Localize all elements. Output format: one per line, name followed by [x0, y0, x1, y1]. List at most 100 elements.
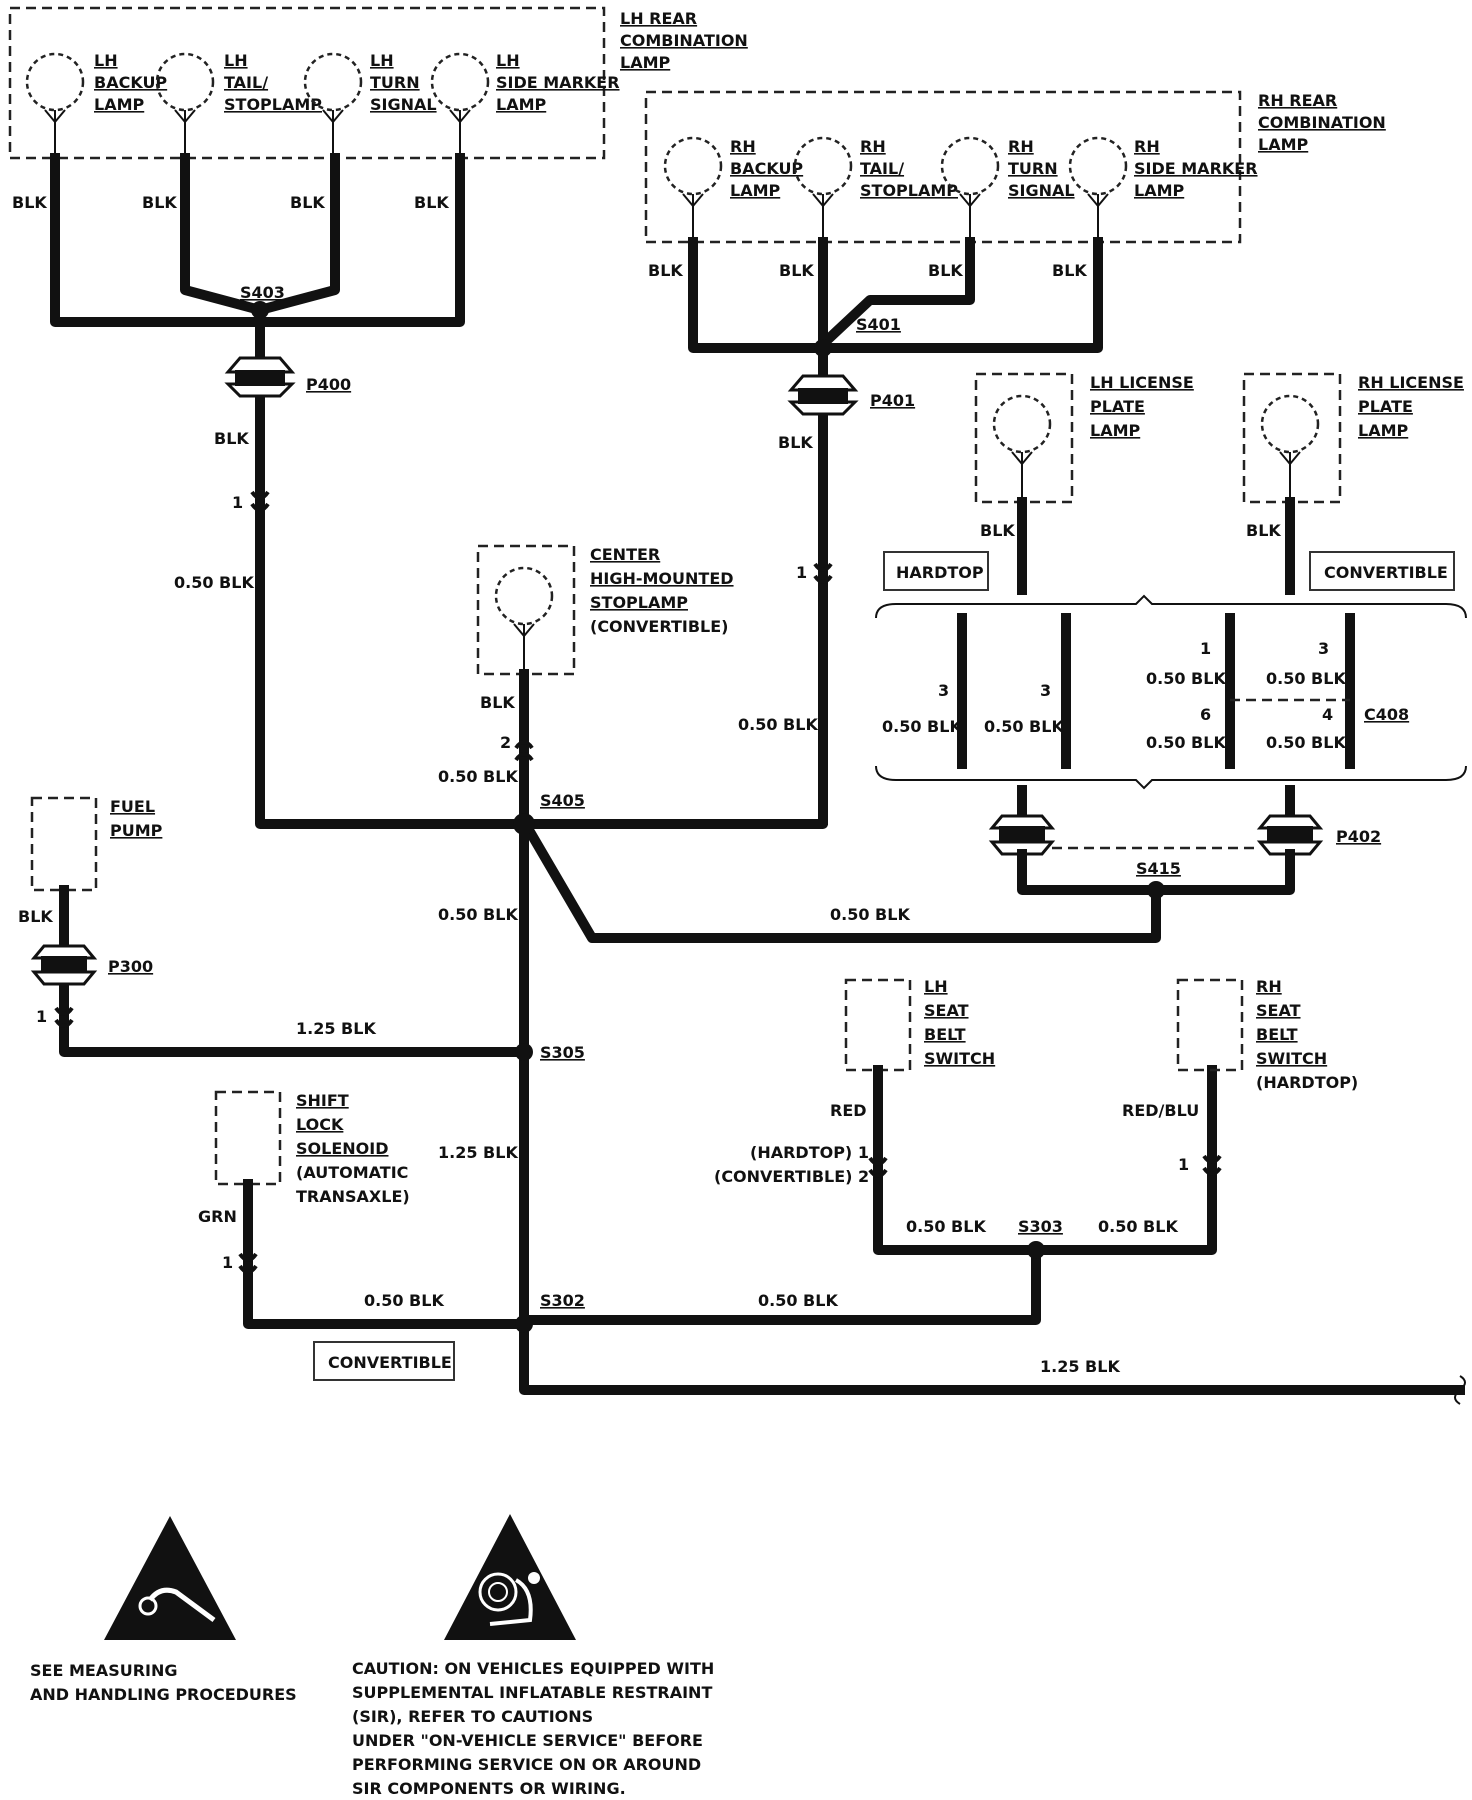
svg-text:RED: RED	[830, 1101, 867, 1120]
svg-text:C408: C408	[1364, 705, 1409, 724]
svg-text:0.50 BLK: 0.50 BLK	[1266, 669, 1346, 688]
svg-text:0.50 BLK: 0.50 BLK	[364, 1291, 444, 1310]
connector-p400: P400 BLK 1 0.50 BLK	[174, 317, 351, 592]
svg-text:CENTER: CENTER	[590, 545, 660, 564]
svg-text:1: 1	[222, 1253, 233, 1272]
lh-rear-combination-lamp: LH REAR COMBINATION LAMP	[8, 6, 748, 160]
splice-s405: S405 0.50 BLK 1.25 BLK 1.25 BLK	[255, 497, 1466, 1405]
svg-text:TURN: TURN	[370, 73, 420, 92]
svg-text:LAMP: LAMP	[496, 95, 547, 114]
svg-text:SEE MEASURING: SEE MEASURING	[30, 1661, 178, 1680]
svg-text:LOCK: LOCK	[296, 1115, 344, 1134]
svg-text:RH: RH	[1134, 137, 1160, 156]
svg-text:BLK: BLK	[1052, 261, 1087, 280]
svg-text:LAMP: LAMP	[1258, 135, 1309, 154]
lh-backup-lamp: LH BACKUP LAMP	[25, 51, 167, 160]
svg-text:SIGNAL: SIGNAL	[1008, 181, 1075, 200]
svg-text:S401: S401	[856, 315, 901, 334]
svg-text:BLK: BLK	[290, 193, 325, 212]
svg-text:BELT: BELT	[1256, 1025, 1298, 1044]
center-high-mounted-stoplamp: CENTER HIGH-MOUNTED STOPLAMP (CONVERTIBL…	[438, 544, 734, 825]
svg-text:TAIL/: TAIL/	[860, 159, 904, 178]
svg-text:3: 3	[1040, 681, 1051, 700]
svg-text:4: 4	[1322, 705, 1333, 724]
svg-text:0.50 BLK: 0.50 BLK	[984, 717, 1064, 736]
svg-text:S415: S415	[1136, 859, 1181, 878]
svg-text:COMBINATION: COMBINATION	[620, 31, 748, 50]
svg-text:BLK: BLK	[1246, 521, 1281, 540]
svg-text:(HARDTOP): (HARDTOP)	[1256, 1073, 1358, 1092]
esd-note: SEE MEASURING AND HANDLING PROCEDURES	[30, 1661, 297, 1704]
svg-text:BELT: BELT	[924, 1025, 966, 1044]
svg-text:SWITCH: SWITCH	[1256, 1049, 1327, 1068]
splice-s305	[515, 1043, 533, 1061]
lh-license-plate-lamp: LH LICENSE PLATE LAMP BLK	[974, 372, 1194, 595]
svg-text:1.25 BLK: 1.25 BLK	[296, 1019, 376, 1038]
convertible-tag: CONVERTIBLE	[1309, 551, 1455, 591]
rh-backup-lamp: RH BACKUP LAMP	[663, 136, 803, 242]
svg-text:S303: S303	[1018, 1217, 1063, 1236]
svg-text:3: 3	[938, 681, 949, 700]
svg-text:0.50 BLK: 0.50 BLK	[1146, 669, 1226, 688]
svg-text:1.25 BLK: 1.25 BLK	[438, 1143, 518, 1162]
svg-text:0.50 BLK: 0.50 BLK	[438, 767, 518, 786]
svg-text:STOPLAMP: STOPLAMP	[860, 181, 958, 200]
svg-text:S302: S302	[540, 1291, 585, 1310]
svg-text:BLK: BLK	[142, 193, 177, 212]
svg-text:BLK: BLK	[648, 261, 683, 280]
svg-text:0.50 BLK: 0.50 BLK	[758, 1291, 838, 1310]
svg-text:LH: LH	[496, 51, 520, 70]
shift-lock-solenoid: SHIFT LOCK SOLENOID (AUTOMATIC TRANSAXLE…	[198, 1090, 585, 1333]
svg-text:1: 1	[1178, 1155, 1189, 1174]
svg-text:3: 3	[1318, 639, 1329, 658]
svg-text:(CONVERTIBLE): (CONVERTIBLE)	[590, 617, 728, 636]
svg-text:CONVERTIBLE: CONVERTIBLE	[328, 1353, 452, 1372]
svg-text:SOLENOID: SOLENOID	[296, 1139, 388, 1158]
svg-text:RH LICENSE: RH LICENSE	[1358, 373, 1464, 392]
svg-text:SHIFT: SHIFT	[296, 1091, 349, 1110]
fuel-pump: FUEL PUMP BLK P300 1 1.25 BLK S305	[18, 796, 585, 1062]
svg-text:SEAT: SEAT	[924, 1001, 969, 1020]
svg-text:S403: S403	[240, 283, 285, 302]
svg-text:LAMP: LAMP	[1358, 421, 1409, 440]
connector-p402: P402 S415 0.50 BLK	[519, 785, 1381, 943]
svg-text:P300: P300	[108, 957, 153, 976]
splice-s303: S303 0.50 BLK	[519, 1217, 1063, 1325]
rh-turn-signal: RH TURN SIGNAL	[940, 136, 1075, 242]
svg-text:LAMP: LAMP	[1090, 421, 1141, 440]
svg-text:COMBINATION: COMBINATION	[1258, 113, 1386, 132]
svg-text:LAMP: LAMP	[620, 53, 671, 72]
svg-text:(HARDTOP) 1: (HARDTOP) 1	[750, 1143, 869, 1162]
svg-text:SIGNAL: SIGNAL	[370, 95, 437, 114]
svg-text:6: 6	[1200, 705, 1211, 724]
svg-text:1: 1	[232, 493, 243, 512]
svg-text:P401: P401	[870, 391, 915, 410]
svg-text:BLK: BLK	[414, 193, 449, 212]
svg-text:LH: LH	[370, 51, 394, 70]
svg-text:FUEL: FUEL	[110, 797, 155, 816]
svg-text:SWITCH: SWITCH	[924, 1049, 995, 1068]
svg-text:SIR COMPONENTS OR WIRING.: SIR COMPONENTS OR WIRING.	[352, 1779, 626, 1798]
svg-text:PLATE: PLATE	[1358, 397, 1413, 416]
svg-text:BLK: BLK	[12, 193, 47, 212]
svg-text:1: 1	[36, 1007, 47, 1026]
lh-side-marker-lamp: LH SIDE MARKER LAMP	[430, 51, 620, 160]
svg-text:BLK: BLK	[779, 261, 814, 280]
rh-license-plate-lamp: RH LICENSE PLATE LAMP BLK	[1242, 372, 1464, 595]
connector-p401: P401 BLK 1 0.50 BLK	[738, 343, 915, 825]
esd-warning-icon	[104, 1516, 236, 1640]
svg-text:BLK: BLK	[980, 521, 1015, 540]
svg-text:PERFORMING SERVICE ON OR AROUN: PERFORMING SERVICE ON OR AROUND	[352, 1755, 701, 1774]
svg-text:(CONVERTIBLE) 2: (CONVERTIBLE) 2	[714, 1167, 869, 1186]
svg-text:BLK: BLK	[18, 907, 53, 926]
svg-text:STOPLAMP: STOPLAMP	[224, 95, 322, 114]
lh-turn-signal: LH TURN SIGNAL	[303, 51, 437, 160]
rh-lamp-ground-wires: BLK BLK BLK BLK S401	[648, 237, 1103, 357]
svg-text:RED/BLU: RED/BLU	[1122, 1101, 1199, 1120]
rh-tail-stoplamp: RH TAIL/ STOPLAMP	[793, 136, 958, 242]
svg-text:LH REAR: LH REAR	[620, 9, 697, 28]
svg-text:RH: RH	[1256, 977, 1282, 996]
rh-side-marker-lamp: RH SIDE MARKER LAMP	[1068, 136, 1258, 242]
svg-text:RH: RH	[1008, 137, 1034, 156]
